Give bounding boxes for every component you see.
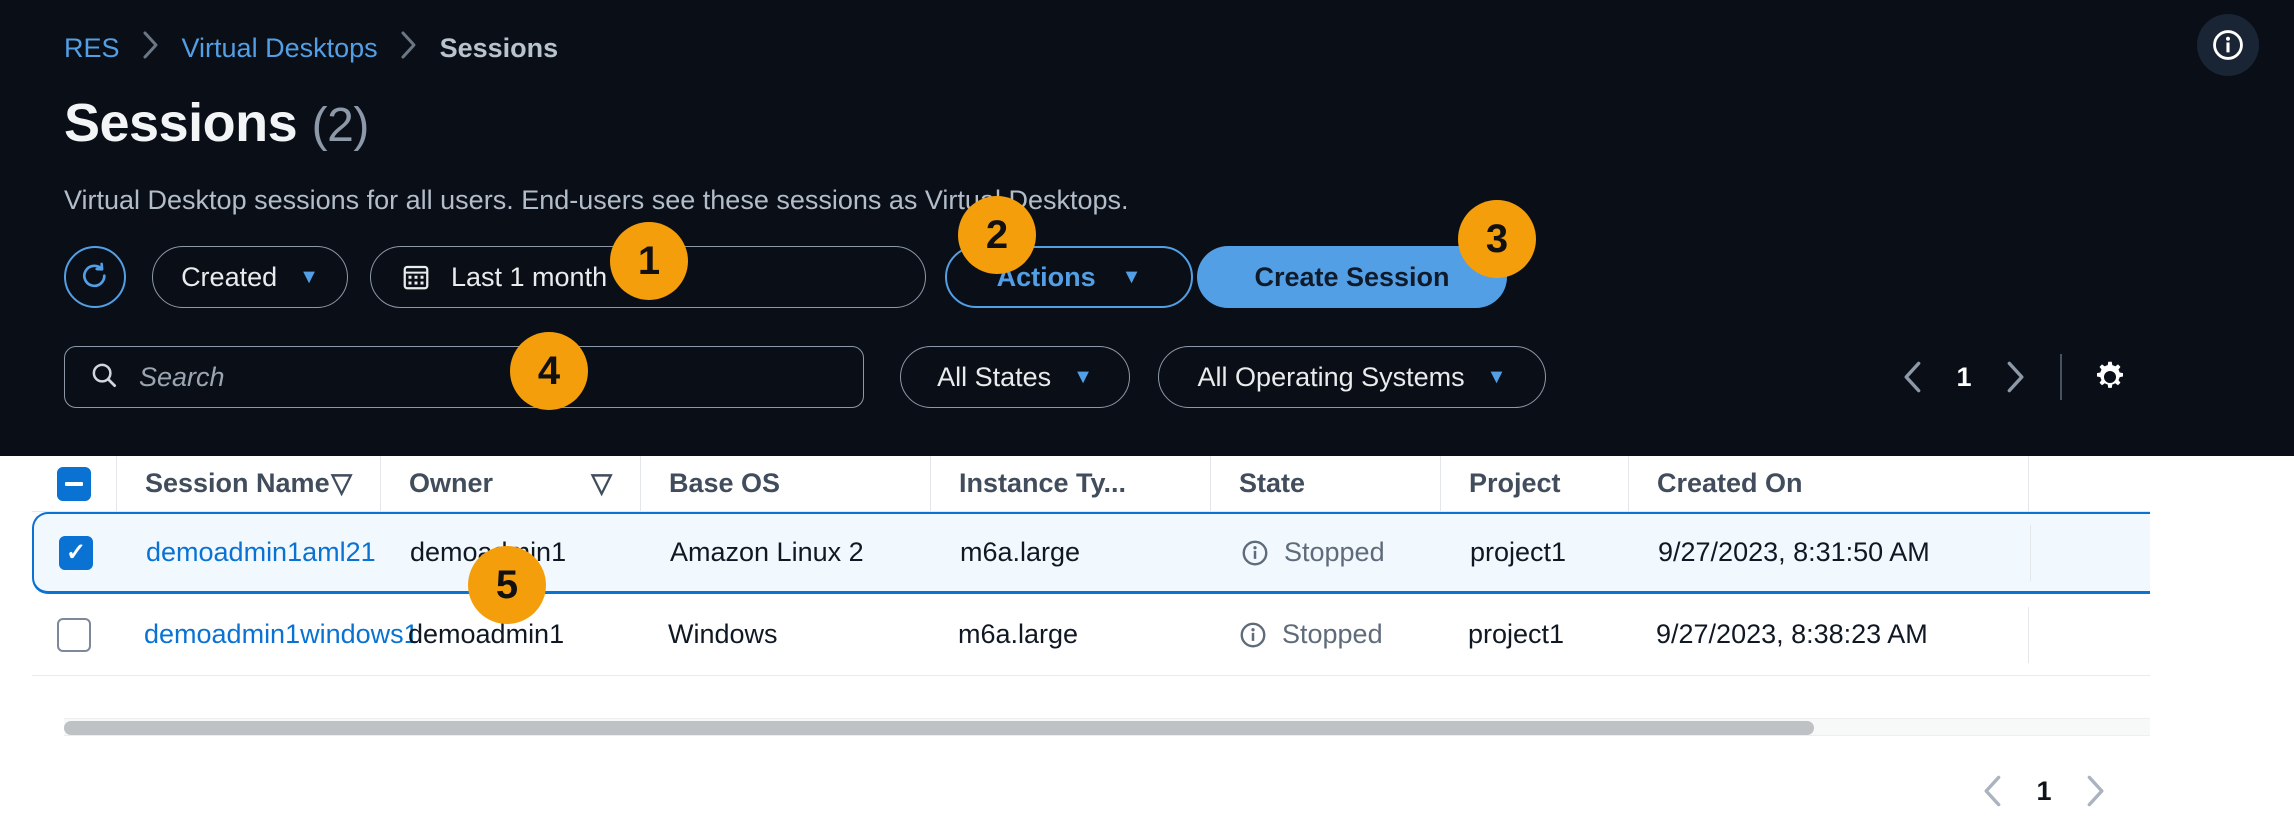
top-pagination: 1 xyxy=(1890,346,2136,408)
row-checkbox[interactable] xyxy=(57,617,91,652)
cell-project: project1 xyxy=(1468,619,1565,649)
table-header-row: Session Name ▽ Owner ▽ Base OS Instance … xyxy=(32,455,2150,512)
column-header-tail xyxy=(2028,455,2038,512)
cell-tail xyxy=(2030,524,2040,581)
bottom-pagination: 1 xyxy=(1970,760,2118,822)
top-pagination-page[interactable]: 1 xyxy=(1956,361,1972,392)
callout-badge-4: 4 xyxy=(510,332,588,410)
search-icon xyxy=(89,360,119,395)
sort-icon-owner[interactable]: ▽ xyxy=(591,468,612,498)
info-circle-button[interactable] xyxy=(2197,14,2259,76)
column-header-session-name[interactable]: Session Name ▽ xyxy=(116,455,380,512)
column-header-base-os[interactable]: Base OS xyxy=(640,455,930,512)
cell-project: project1 xyxy=(1470,537,1567,567)
column-header-owner[interactable]: Owner ▽ xyxy=(380,455,640,512)
page-title: Sessions (2) xyxy=(64,92,369,154)
table-settings-button[interactable] xyxy=(2084,351,2136,403)
cell-session-name[interactable]: demoadmin1windows1 xyxy=(144,619,419,649)
top-pagination-prev[interactable] xyxy=(1890,346,1936,408)
horizontal-scrollbar-thumb[interactable] xyxy=(64,721,1814,735)
column-header-instance-type[interactable]: Instance Ty... xyxy=(930,455,1210,512)
cell-instance-type: m6a.large xyxy=(958,619,1079,649)
callout-badge-5: 5 xyxy=(468,546,546,624)
bottom-pagination-next[interactable] xyxy=(2072,760,2118,822)
breadcrumb-item-sessions: Sessions xyxy=(439,33,559,63)
state-label: Stopped xyxy=(1282,619,1383,649)
column-label-session-name: Session Name xyxy=(145,468,330,498)
callout-badge-3: 3 xyxy=(1458,200,1536,278)
check-icon: ✓ xyxy=(65,538,87,566)
created-filter-dropdown[interactable]: Created ▼ xyxy=(152,246,348,308)
chevron-down-icon: ▼ xyxy=(299,265,319,288)
top-pagination-next[interactable] xyxy=(1992,346,2038,408)
date-range-label: Last 1 month xyxy=(451,261,608,292)
info-icon xyxy=(1242,540,1268,565)
column-label-instance-type: Instance Ty... xyxy=(959,468,1127,498)
column-label-project: Project xyxy=(1469,468,1561,498)
horizontal-scrollbar[interactable] xyxy=(64,718,2150,736)
state-label: Stopped xyxy=(1284,537,1385,567)
os-filter-label: All Operating Systems xyxy=(1197,361,1465,392)
create-session-button[interactable]: Create Session xyxy=(1197,246,1507,308)
page-title-text: Sessions xyxy=(64,93,298,153)
states-filter-dropdown[interactable]: All States ▼ xyxy=(900,346,1130,408)
toolbar-primary: Created ▼ Last 1 month xyxy=(64,246,926,308)
column-label-state: State xyxy=(1239,468,1306,498)
column-label-owner: Owner xyxy=(409,468,494,498)
states-filter-label: All States xyxy=(937,361,1052,392)
search-box[interactable] xyxy=(64,346,864,408)
breadcrumb-separator-icon xyxy=(142,30,160,67)
chevron-down-icon-actions: ▼ xyxy=(1121,265,1142,288)
sort-icon-session-name[interactable]: ▽ xyxy=(331,468,352,498)
cell-owner: demoadmin1 xyxy=(408,619,565,649)
cell-created-on: 9/27/2023, 8:31:50 AM xyxy=(1658,537,1930,567)
calendar-icon xyxy=(401,262,431,292)
indeterminate-dash-icon xyxy=(65,481,83,486)
cell-session-name[interactable]: demoadmin1aml21 xyxy=(146,537,376,567)
column-header-created-on[interactable]: Created On xyxy=(1628,455,2028,512)
refresh-button[interactable] xyxy=(64,246,126,308)
table-row[interactable]: ✓ demoadmin1aml21 demoadmin1 Amazon Linu… xyxy=(32,512,2150,594)
cell-created-on: 9/27/2023, 8:38:23 AM xyxy=(1656,619,1928,649)
column-label-created-on: Created On xyxy=(1657,468,1803,498)
callout-badge-1: 1 xyxy=(610,222,688,300)
cell-instance-type: m6a.large xyxy=(960,537,1081,567)
cell-state: Stopped xyxy=(1210,594,1440,676)
row-select-cell xyxy=(32,607,116,663)
info-circle-icon xyxy=(2213,30,2243,60)
created-filter-label: Created xyxy=(181,261,278,292)
row-select-cell: ✓ xyxy=(34,525,118,581)
row-checkbox[interactable]: ✓ xyxy=(59,535,93,570)
chevron-down-icon-states: ▼ xyxy=(1073,365,1093,388)
chevron-down-icon-os: ▼ xyxy=(1486,365,1507,388)
cell-base-os: Windows xyxy=(668,619,778,649)
os-filter-dropdown[interactable]: All Operating Systems ▼ xyxy=(1158,346,1546,408)
page-description: Virtual Desktop sessions for all users. … xyxy=(64,185,1129,215)
select-all-cell xyxy=(32,456,116,512)
refresh-icon xyxy=(83,262,106,288)
table-row[interactable]: demoadmin1windows1 demoadmin1 Windows m6… xyxy=(32,594,2150,676)
info-icon xyxy=(1240,622,1266,647)
page-title-count: (2) xyxy=(311,99,370,152)
callout-badge-2: 2 xyxy=(958,196,1036,274)
breadcrumb-separator-icon-2 xyxy=(400,30,418,67)
sessions-table: Session Name ▽ Owner ▽ Base OS Instance … xyxy=(32,455,2150,676)
cell-base-os: Amazon Linux 2 xyxy=(670,537,864,567)
select-all-checkbox[interactable] xyxy=(57,466,91,501)
breadcrumb-item-virtual-desktops[interactable]: Virtual Desktops xyxy=(181,33,378,63)
breadcrumb: RES Virtual Desktops Sessions xyxy=(64,30,558,67)
column-header-state[interactable]: State xyxy=(1210,455,1440,512)
bottom-pagination-page[interactable]: 1 xyxy=(2036,775,2052,806)
cell-tail xyxy=(2028,606,2038,663)
pagination-divider xyxy=(2060,354,2062,400)
date-range-picker[interactable]: Last 1 month xyxy=(370,246,926,308)
bottom-pagination-prev[interactable] xyxy=(1970,760,2016,822)
column-header-project[interactable]: Project xyxy=(1440,455,1628,512)
column-label-base-os: Base OS xyxy=(669,468,781,498)
breadcrumb-item-res[interactable]: RES xyxy=(64,33,120,63)
search-input[interactable] xyxy=(139,361,839,393)
gear-icon xyxy=(2096,361,2124,388)
left-rail-dark xyxy=(0,0,32,456)
cell-state: Stopped xyxy=(1212,512,1442,594)
